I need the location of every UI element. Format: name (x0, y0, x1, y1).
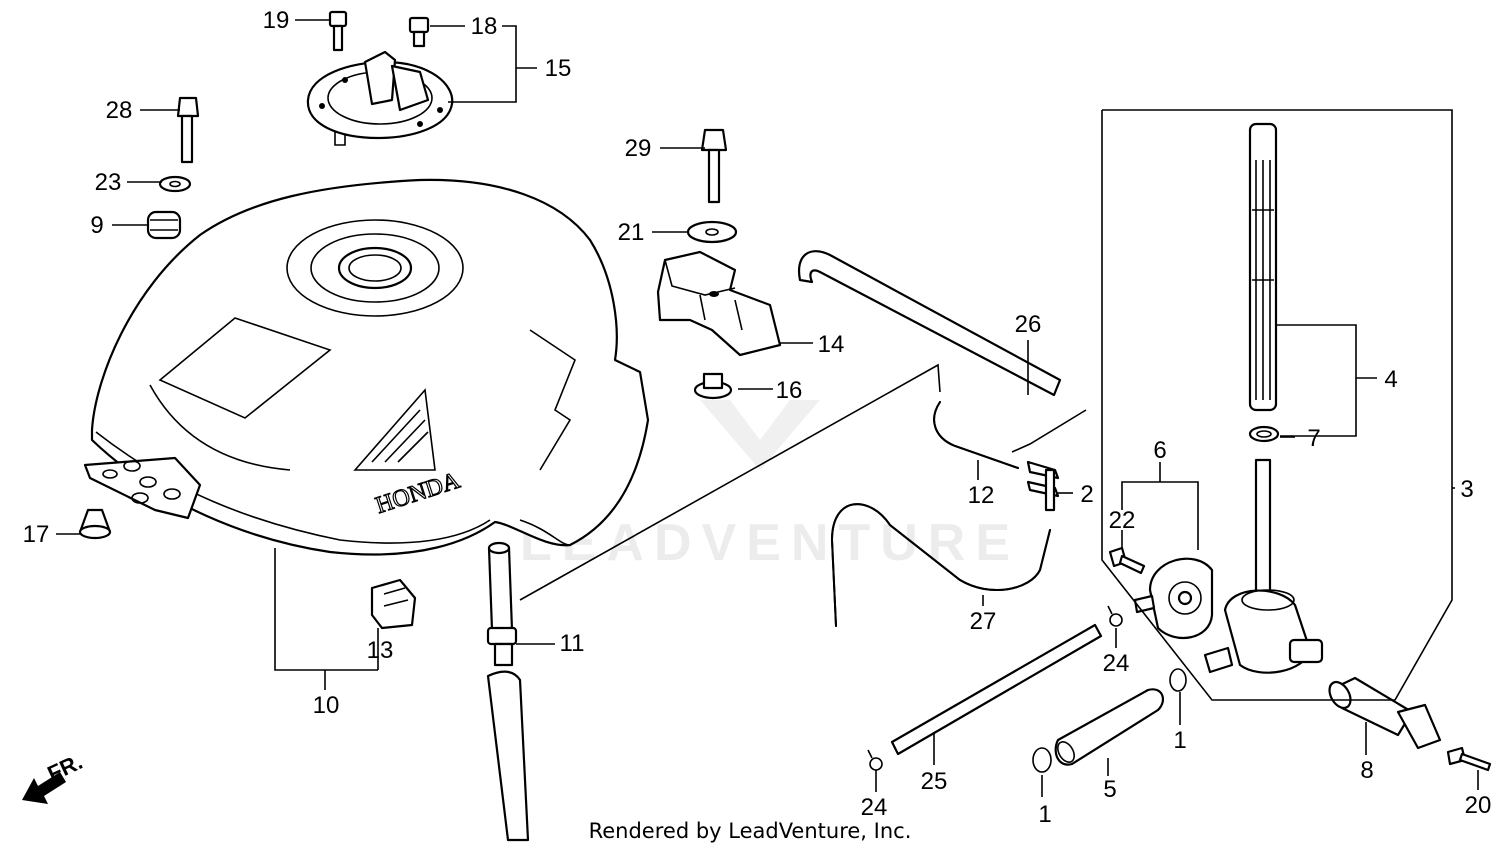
callout-14: 14 (818, 331, 845, 358)
rubber-13 (370, 578, 417, 630)
callout-10: 10 (313, 692, 340, 719)
fuel-tube-25 (890, 623, 1103, 756)
callout-2: 2 (1080, 481, 1093, 508)
screw-22 (1108, 546, 1146, 575)
clip-24-upper (1107, 605, 1123, 627)
tube-5 (1054, 688, 1165, 766)
callout-22: 22 (1109, 507, 1136, 534)
drain-tube-11 (486, 541, 530, 842)
callout-19: 19 (263, 7, 290, 34)
callout-1-lower: 1 (1038, 801, 1051, 828)
clip-24-lower (867, 749, 883, 771)
callout-5: 5 (1103, 776, 1116, 803)
knob-8 (1328, 676, 1442, 750)
cover-6 (1133, 557, 1214, 640)
callout-6: 6 (1153, 437, 1166, 464)
tube-12 (933, 401, 1019, 469)
bracket-14 (656, 250, 782, 357)
clip-1-upper (1169, 668, 1187, 692)
tube-27 (830, 503, 1051, 627)
callout-27: 27 (970, 608, 997, 635)
clip-1-lower (1032, 747, 1052, 773)
bolt-28 (176, 96, 200, 164)
callout-25: 25 (921, 768, 948, 795)
callout-3: 3 (1460, 476, 1473, 503)
strainer-4 (1248, 122, 1278, 412)
bolt-18 (408, 16, 430, 48)
fuel-cap (306, 50, 454, 146)
collar-16 (693, 372, 733, 400)
callout-20: 20 (1465, 792, 1492, 819)
callout-29: 29 (625, 135, 652, 162)
callout-21: 21 (618, 219, 645, 246)
callout-24-upper: 24 (1103, 650, 1130, 677)
callout-28: 28 (106, 97, 133, 124)
callout-17: 17 (23, 521, 50, 548)
joint-2 (1026, 460, 1060, 512)
breather-tube-26 (797, 250, 1062, 397)
callout-labels: 19 18 15 28 23 9 17 29 21 14 16 26 12 2 … (23, 7, 1492, 828)
callout-9: 9 (90, 212, 103, 239)
callout-7: 7 (1307, 425, 1320, 452)
bolt-19 (328, 10, 348, 52)
callout-4: 4 (1384, 366, 1397, 393)
callout-15: 15 (545, 55, 572, 82)
callout-11: 11 (560, 630, 585, 657)
callout-24-lower: 24 (861, 794, 888, 821)
callout-12: 12 (968, 482, 995, 509)
callout-1-upper: 1 (1173, 727, 1186, 754)
callout-16: 16 (776, 377, 803, 404)
front-direction-arrow: FR. (22, 749, 86, 804)
grommet-9 (146, 210, 182, 240)
screw-20 (1446, 746, 1492, 772)
footer-credit: Rendered by LeadVenture, Inc. (589, 819, 912, 843)
o-ring-7 (1248, 425, 1280, 443)
callout-23: 23 (95, 169, 122, 196)
bolt-29 (700, 128, 728, 204)
callout-26: 26 (1015, 311, 1042, 338)
callout-18: 18 (471, 13, 498, 40)
callout-13: 13 (367, 637, 394, 664)
fuel-tank: HONDA (83, 178, 650, 556)
washer-23 (158, 175, 192, 193)
leader-lines (56, 19, 1479, 797)
fuel-cock-3 (1203, 458, 1324, 674)
washer-21 (686, 220, 738, 244)
cushion-17 (78, 508, 112, 540)
callout-8: 8 (1360, 757, 1373, 784)
